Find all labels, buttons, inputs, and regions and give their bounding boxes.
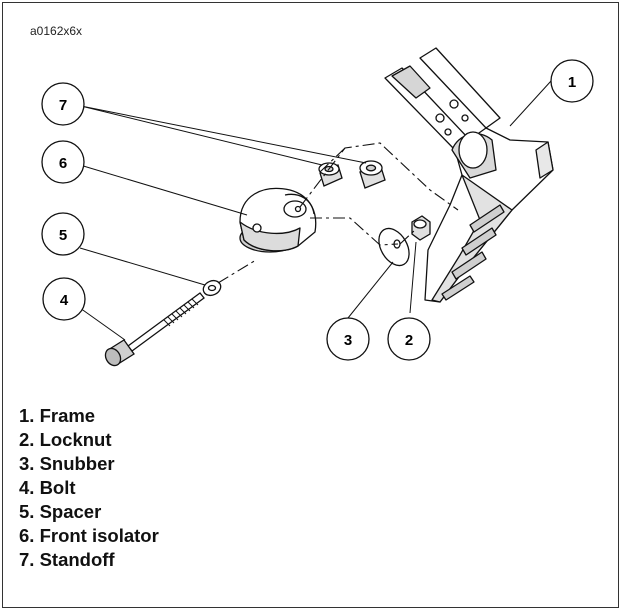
svg-text:2: 2 — [405, 332, 413, 349]
callout-4: 4 — [42, 277, 86, 321]
legend-item-front-isolator: 6. Front isolator — [19, 525, 159, 546]
legend-item-snubber: 3. Snubber — [19, 453, 115, 474]
frame-part — [384, 47, 554, 303]
legend-item-frame: 1. Frame — [19, 405, 96, 426]
parts-legend: 1. Frame 2. Locknut 3. Snubber 4. Bolt 5… — [19, 404, 159, 572]
callout-6: 6 — [41, 140, 85, 184]
front-isolator-part — [239, 187, 317, 253]
legend-item-standoff: 7. Standoff — [19, 549, 115, 570]
callout-7: 7 — [41, 82, 85, 126]
legend-item-bolt: 4. Bolt — [19, 477, 76, 498]
spacer-part — [202, 279, 222, 297]
assembly-center-lines — [217, 142, 459, 284]
snubber-part — [378, 227, 410, 267]
leader-lines — [79, 80, 552, 341]
exploded-view-diagram: 1 2 3 4 5 6 7 — [41, 47, 594, 367]
callout-2: 2 — [387, 317, 431, 361]
callout-1: 1 — [550, 59, 594, 103]
standoff-part-right — [359, 160, 386, 189]
svg-text:5: 5 — [59, 227, 67, 244]
legend-item-locknut: 2. Locknut — [19, 429, 112, 450]
svg-text:7: 7 — [59, 97, 67, 114]
legend-item-spacer: 5. Spacer — [19, 501, 102, 522]
bolt-part — [104, 292, 205, 367]
locknut-part — [411, 215, 431, 241]
svg-text:6: 6 — [59, 155, 67, 172]
figure-id-label: a0162x6x — [30, 24, 83, 38]
callout-5: 5 — [41, 212, 85, 256]
callout-3: 3 — [326, 317, 370, 361]
svg-text:4: 4 — [60, 292, 69, 309]
svg-text:1: 1 — [568, 74, 576, 91]
svg-text:3: 3 — [344, 332, 352, 349]
